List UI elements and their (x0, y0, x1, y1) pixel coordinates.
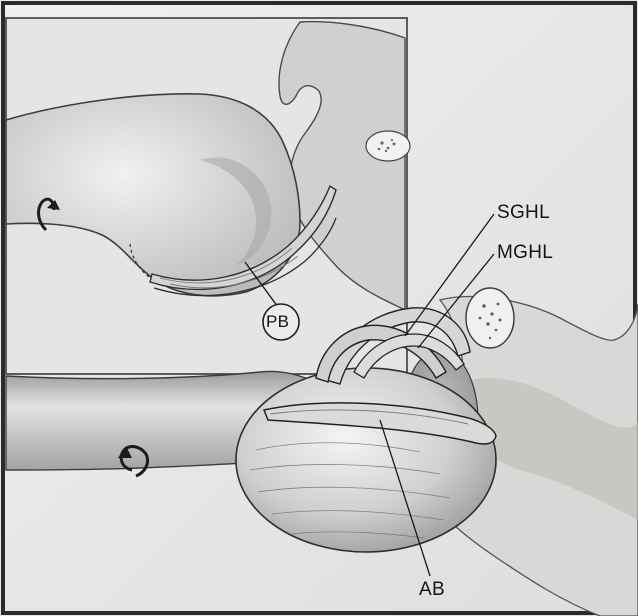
sghl-label: SGHL (497, 203, 550, 222)
upper-inset (6, 18, 410, 374)
mghl-label: MGHL (497, 243, 553, 262)
ab-label: AB (419, 580, 445, 599)
lower-humeral-head (236, 368, 496, 552)
pb-label: PB (266, 313, 289, 330)
upper-bone-cut (366, 131, 410, 161)
